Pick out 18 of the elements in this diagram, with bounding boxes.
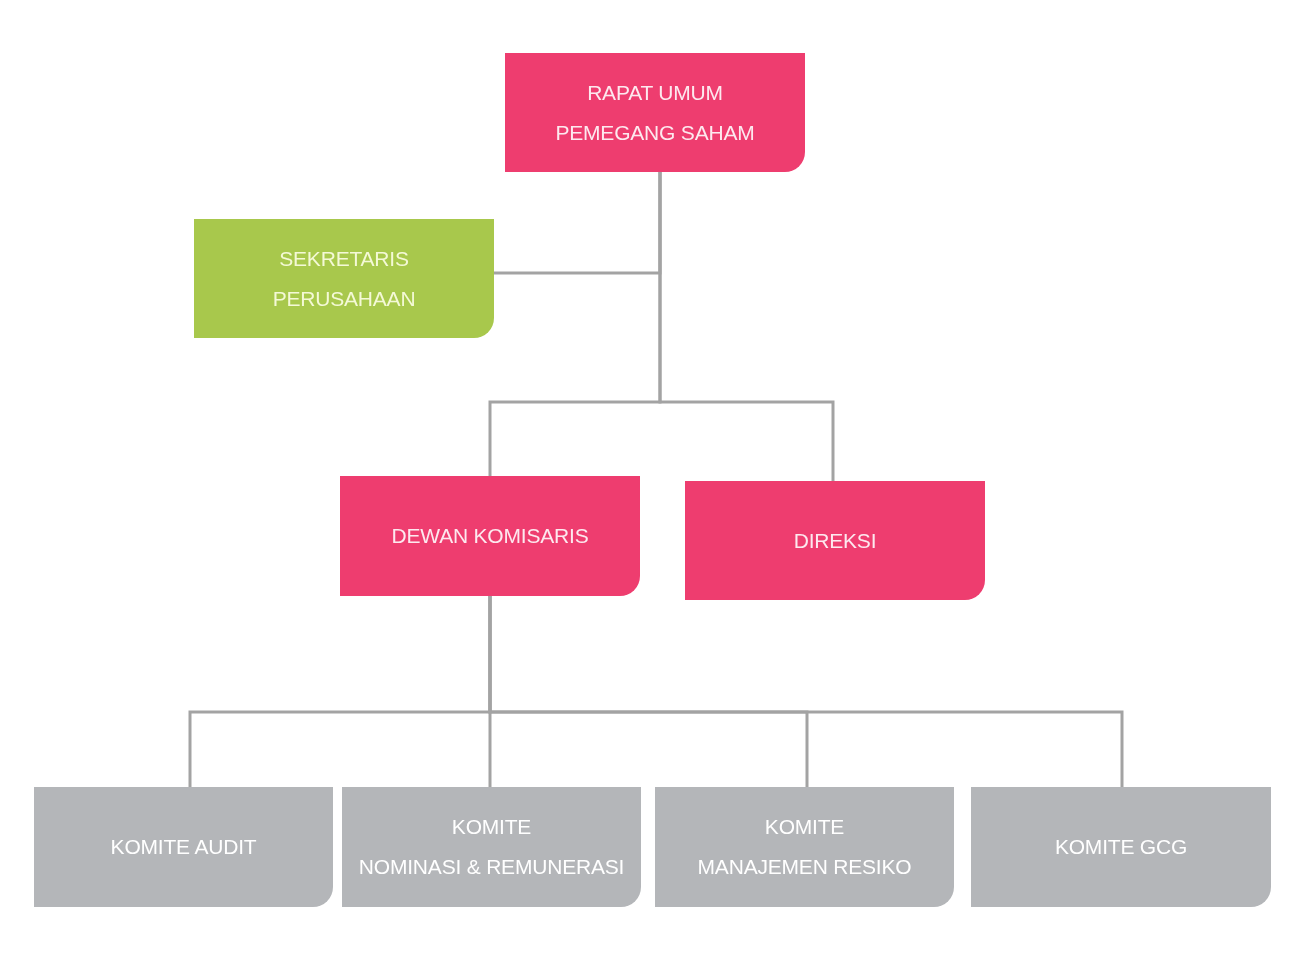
position-title: KOMITE MANAJEMEN RESIKO: [697, 814, 912, 880]
position-title: DIREKSI: [793, 527, 877, 554]
position-title: KOMITE GCG: [1054, 834, 1188, 860]
position-box: [342, 787, 641, 907]
position-box: [971, 787, 1271, 907]
position-box: [340, 476, 640, 596]
position-box: [685, 481, 985, 600]
position-title: KOMITE AUDIT: [110, 834, 257, 860]
position-box: [194, 219, 494, 338]
position-title: KOMITE NOMINASI & REMUNERASI: [358, 814, 625, 880]
connector-line: [658, 172, 835, 481]
connector-line: [488, 596, 1124, 787]
position-box: [655, 787, 954, 907]
position-title: RAPAT UMUM PEMEGANG SAHAM: [555, 79, 755, 146]
position-title: SEKRETARIS PERUSAHAAN: [272, 245, 416, 312]
position-title: DEWAN KOMISARIS: [391, 523, 589, 549]
position-box: [505, 53, 805, 172]
position-box: [34, 787, 333, 907]
